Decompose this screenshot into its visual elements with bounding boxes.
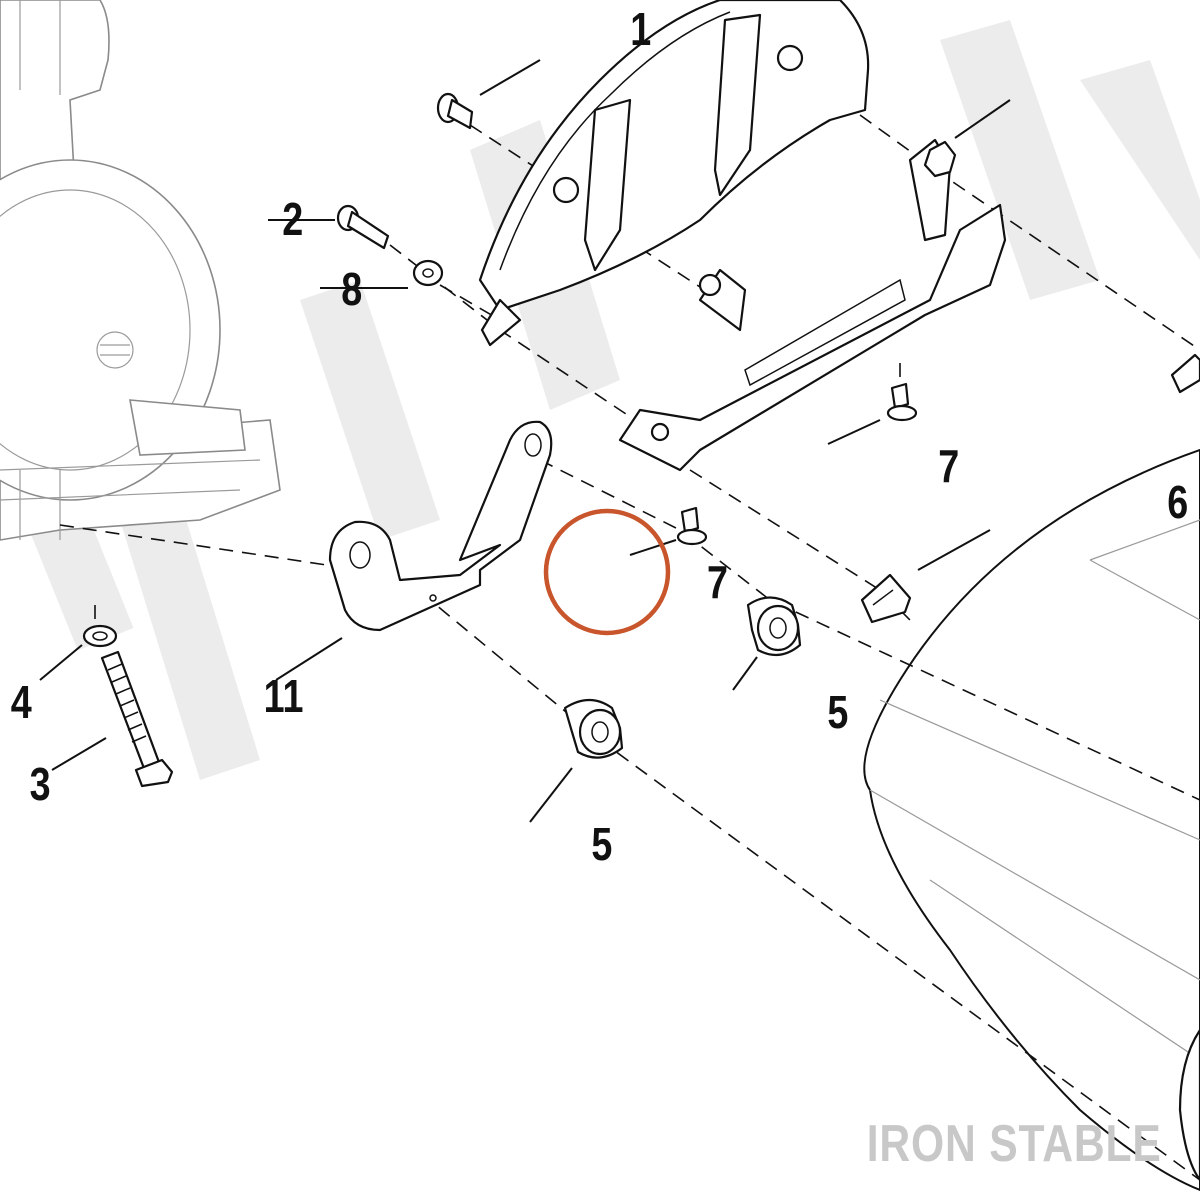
callout-7-upper: 7 bbox=[938, 440, 959, 491]
callout-5-upper: 5 bbox=[827, 686, 848, 737]
clip-6 bbox=[860, 573, 912, 624]
highlight-circle bbox=[543, 508, 671, 636]
washer-4 bbox=[82, 624, 118, 648]
callout-8: 8 bbox=[341, 263, 362, 314]
grommet-5-lower bbox=[563, 698, 624, 759]
fork-assembly-ghost bbox=[0, 0, 281, 541]
watermark-brand: IRON STABLE bbox=[867, 1115, 1162, 1173]
callout-3: 3 bbox=[30, 758, 51, 809]
callout-1: 1 bbox=[630, 3, 651, 54]
part-bracket-11 bbox=[328, 420, 553, 632]
nut-10 bbox=[923, 140, 957, 178]
bolt-3 bbox=[100, 650, 174, 788]
screw-1 bbox=[436, 92, 474, 130]
screw-7-lower bbox=[676, 506, 708, 546]
leader-lines bbox=[39, 59, 1011, 823]
fender-ghost bbox=[863, 449, 1200, 1191]
callout-6: 6 bbox=[1167, 476, 1188, 527]
callout-4: 4 bbox=[11, 676, 33, 727]
screw-2 bbox=[336, 204, 390, 250]
washer-8 bbox=[412, 259, 444, 287]
callout-2: 2 bbox=[282, 193, 303, 244]
callout-11: 11 bbox=[264, 670, 304, 721]
grommet-5-upper bbox=[746, 596, 802, 657]
screw-7-upper bbox=[886, 382, 918, 422]
callout-labels: 1 2 8 10 7 6 7 5 5 11 4 3 bbox=[11, 3, 1188, 869]
callout-5-lower: 5 bbox=[591, 818, 612, 869]
clip-right-edge bbox=[1170, 353, 1200, 394]
callout-7-highlighted: 7 bbox=[707, 556, 728, 607]
